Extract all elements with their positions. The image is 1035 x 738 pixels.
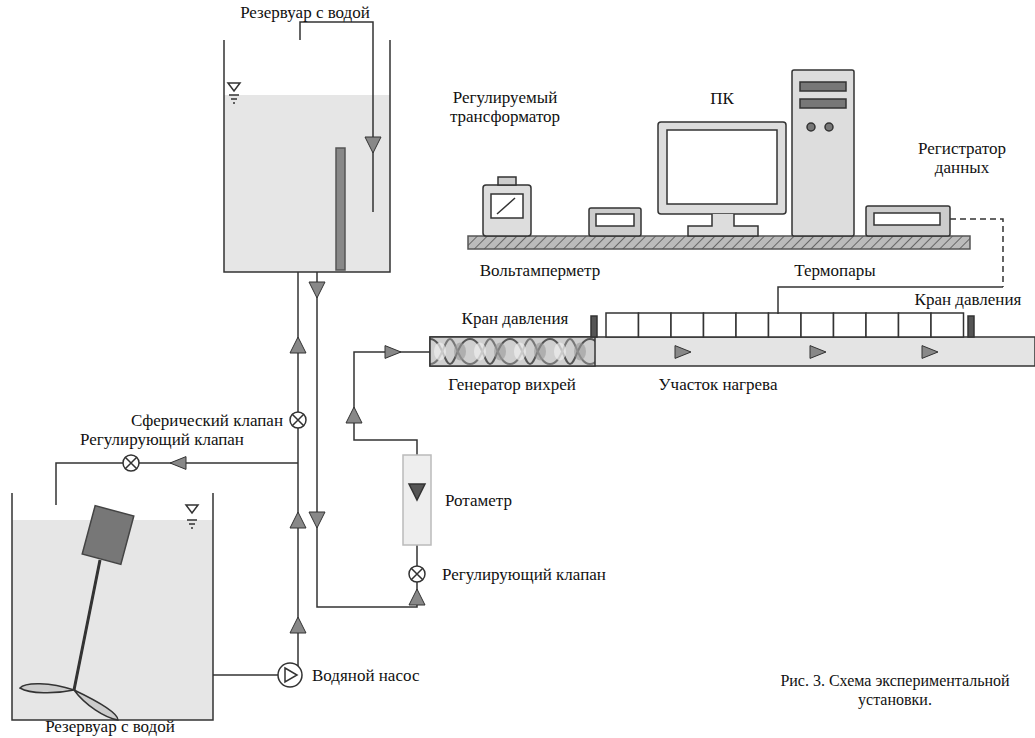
heater-cell [801, 313, 834, 337]
component-label: Регулирующий клапан [442, 565, 606, 584]
component-label: Водяной насос [312, 666, 419, 685]
component-label: Регулируемый трансформатор [440, 88, 570, 126]
flow-arrow [170, 457, 186, 470]
component-label: Кран давления [462, 309, 569, 328]
heater-cell [834, 313, 867, 337]
flow-arrow [290, 512, 306, 528]
heater-cell [704, 313, 737, 337]
heater-cell [866, 313, 899, 337]
flow-arrow [346, 407, 362, 423]
component-label: Кран давления [915, 290, 1022, 309]
flow-arrow [365, 137, 381, 153]
component-label: Сферический клапан [131, 411, 283, 430]
flow-arrow [309, 282, 325, 298]
component-label: Участок нагрева [659, 375, 778, 394]
component-label: Регулирующий клапан [80, 430, 244, 449]
heater-cell [736, 313, 769, 337]
flow-arrow [675, 346, 691, 359]
component-label: Ротаметр [445, 491, 512, 510]
flow-arrow [409, 589, 425, 605]
figure-caption: Рис. 3. Схема экспериментальной установк… [770, 671, 1020, 709]
component-label: ПК [710, 89, 734, 108]
component-label: Резервуар с водой [45, 717, 175, 736]
component-label: Вольтамперметр [480, 261, 600, 280]
heater-cell [931, 313, 964, 337]
flow-arrow [290, 617, 306, 633]
flow-arrow [810, 346, 826, 359]
heater-cell [606, 313, 639, 337]
heater-cell [899, 313, 932, 337]
flow-arrow [309, 512, 325, 528]
component-label: Резервуар с водой [240, 3, 370, 22]
flow-arrow [290, 337, 306, 353]
component-label: Регистратор данных [907, 139, 1017, 177]
component-label: Термопары [794, 261, 875, 280]
component-label: Генератор вихрей [448, 375, 576, 394]
flow-arrow [922, 346, 938, 359]
heater-cell [639, 313, 672, 337]
heater-cell [671, 313, 704, 337]
heater-cell [769, 313, 802, 337]
flow-arrow [385, 346, 401, 359]
